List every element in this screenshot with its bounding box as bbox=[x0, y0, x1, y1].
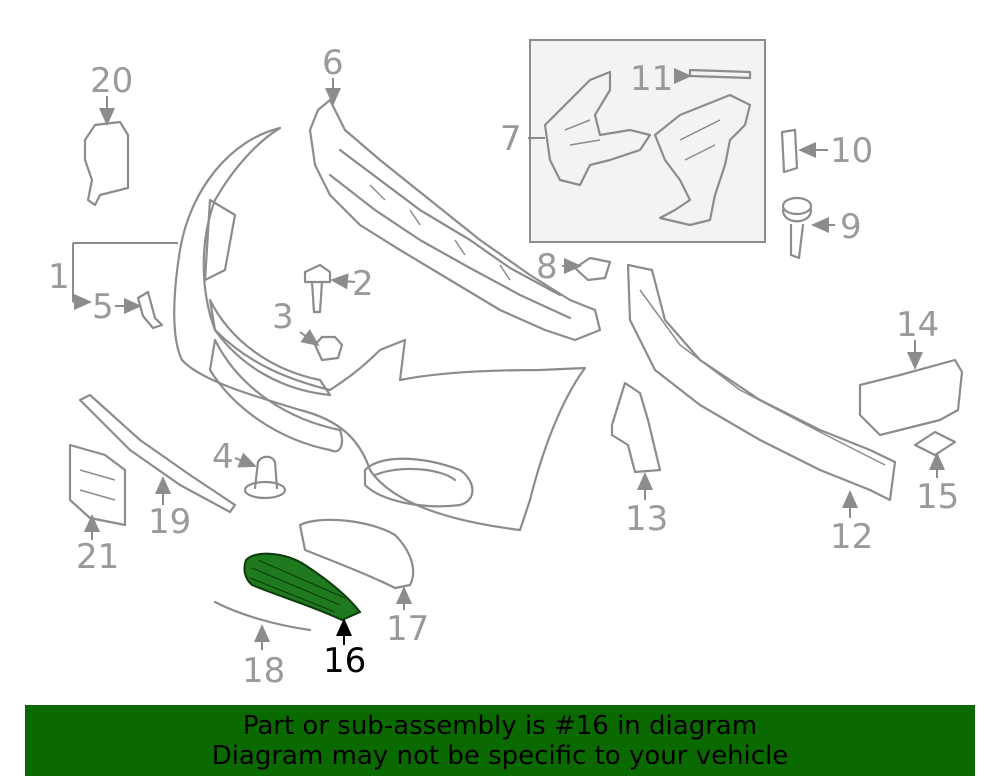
callout-6: 6 bbox=[322, 43, 344, 83]
callout-3: 3 bbox=[272, 297, 294, 337]
callout-17: 17 bbox=[386, 609, 429, 649]
callout-2: 2 bbox=[352, 264, 374, 304]
callout-14: 14 bbox=[896, 305, 939, 345]
part-9-push-pin bbox=[781, 196, 813, 260]
callout-15: 15 bbox=[916, 477, 959, 517]
leader-lines bbox=[73, 68, 945, 650]
part-21-plate-bracket bbox=[68, 443, 127, 527]
callout-10: 10 bbox=[830, 131, 873, 171]
part-4-fastener bbox=[243, 455, 287, 500]
part-16-grille-highlighted bbox=[243, 552, 362, 622]
part-15-nut-plate bbox=[913, 430, 957, 457]
callout-11: 11 bbox=[630, 59, 673, 99]
part-20-bracket bbox=[83, 120, 130, 207]
part-18-strip bbox=[213, 600, 312, 632]
part-1-bumper-cover bbox=[173, 126, 587, 532]
callout-13: 13 bbox=[625, 499, 668, 539]
part-17-grille-frame bbox=[298, 518, 415, 590]
banner-line-1: Part or sub-assembly is #16 in diagram bbox=[242, 711, 758, 741]
callout-7: 7 bbox=[500, 119, 522, 159]
info-banner: Part or sub-assembly is #16 in diagram D… bbox=[25, 705, 975, 776]
callout-labels: 1 2 3 4 5 6 7 8 9 10 11 12 13 14 15 16 1… bbox=[48, 43, 959, 691]
callout-4: 4 bbox=[212, 437, 234, 477]
callout-9: 9 bbox=[840, 207, 862, 247]
part-13-bracket bbox=[610, 381, 662, 474]
part-12-bar bbox=[626, 263, 897, 502]
part-3-nut bbox=[313, 335, 344, 362]
part-8-bracket bbox=[573, 256, 612, 282]
banner-line-2: Diagram may not be specific to your vehi… bbox=[211, 741, 789, 771]
part-5-clip bbox=[136, 290, 164, 330]
callout-12: 12 bbox=[830, 517, 873, 557]
callout-5: 5 bbox=[92, 287, 114, 327]
part-7-bracket-set bbox=[529, 39, 766, 243]
callout-18: 18 bbox=[242, 651, 285, 691]
part-2-bolt bbox=[303, 263, 332, 314]
part-6-impact-bar bbox=[308, 98, 602, 342]
callout-16: 16 bbox=[323, 641, 366, 681]
part-14-bracket bbox=[858, 358, 964, 437]
part-10-clip bbox=[780, 128, 799, 174]
callout-1: 1 bbox=[48, 257, 70, 297]
callout-19: 19 bbox=[148, 502, 191, 542]
callout-21: 21 bbox=[76, 537, 119, 577]
callout-8: 8 bbox=[536, 247, 558, 287]
callout-20: 20 bbox=[90, 61, 133, 101]
part-19-trim bbox=[78, 393, 237, 514]
